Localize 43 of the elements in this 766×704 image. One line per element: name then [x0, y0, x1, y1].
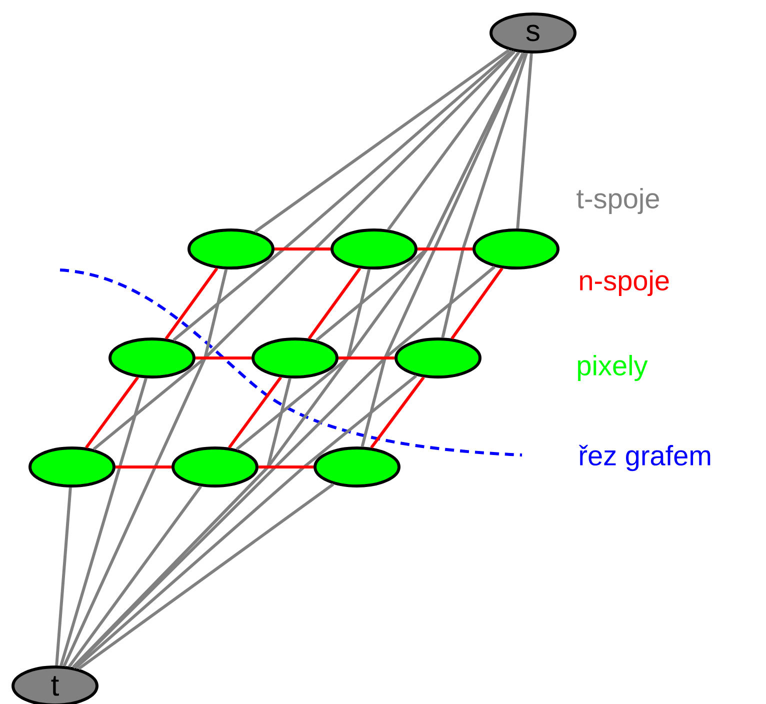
n-link — [308, 268, 362, 340]
pixel-node — [108, 338, 196, 378]
t-link — [74, 374, 418, 670]
term-label: řez grafem — [578, 444, 710, 472]
pixel-node — [172, 446, 258, 488]
t-link — [60, 378, 148, 666]
t-link — [62, 269, 228, 667]
t-link — [360, 52, 526, 448]
t-link — [78, 482, 334, 670]
t-link — [172, 50, 514, 342]
terminal-node: t — [12, 666, 98, 704]
pixel-node — [314, 446, 400, 488]
t-link — [72, 378, 292, 668]
pixel-node — [188, 228, 274, 270]
n-link — [338, 356, 394, 360]
t-link — [236, 52, 525, 450]
n-link — [228, 376, 282, 449]
n-link — [85, 376, 139, 449]
n-link — [274, 248, 330, 250]
n-link — [116, 466, 172, 468]
pixel-node — [472, 228, 560, 270]
terminal-node: s — [490, 12, 576, 54]
t-link — [92, 50, 516, 450]
n-link — [450, 268, 504, 340]
t-link — [387, 51, 520, 231]
n-link — [258, 466, 314, 468]
term-label: t-spoje — [576, 188, 659, 214]
pixel-node — [252, 338, 338, 378]
n-link — [196, 356, 252, 360]
t-link — [72, 266, 496, 669]
t-link — [441, 52, 528, 338]
t-link — [68, 486, 202, 668]
term-label: n-spoje — [580, 270, 669, 296]
n-link — [418, 248, 472, 250]
pixel-node — [28, 446, 116, 488]
t-link — [516, 53, 533, 229]
t-link — [254, 48, 510, 234]
n-link — [164, 268, 218, 340]
t-link — [55, 487, 72, 666]
n-link — [370, 376, 425, 449]
pixel-node — [394, 338, 482, 378]
pixel-node — [330, 228, 418, 270]
term-label: pixely — [578, 354, 648, 382]
